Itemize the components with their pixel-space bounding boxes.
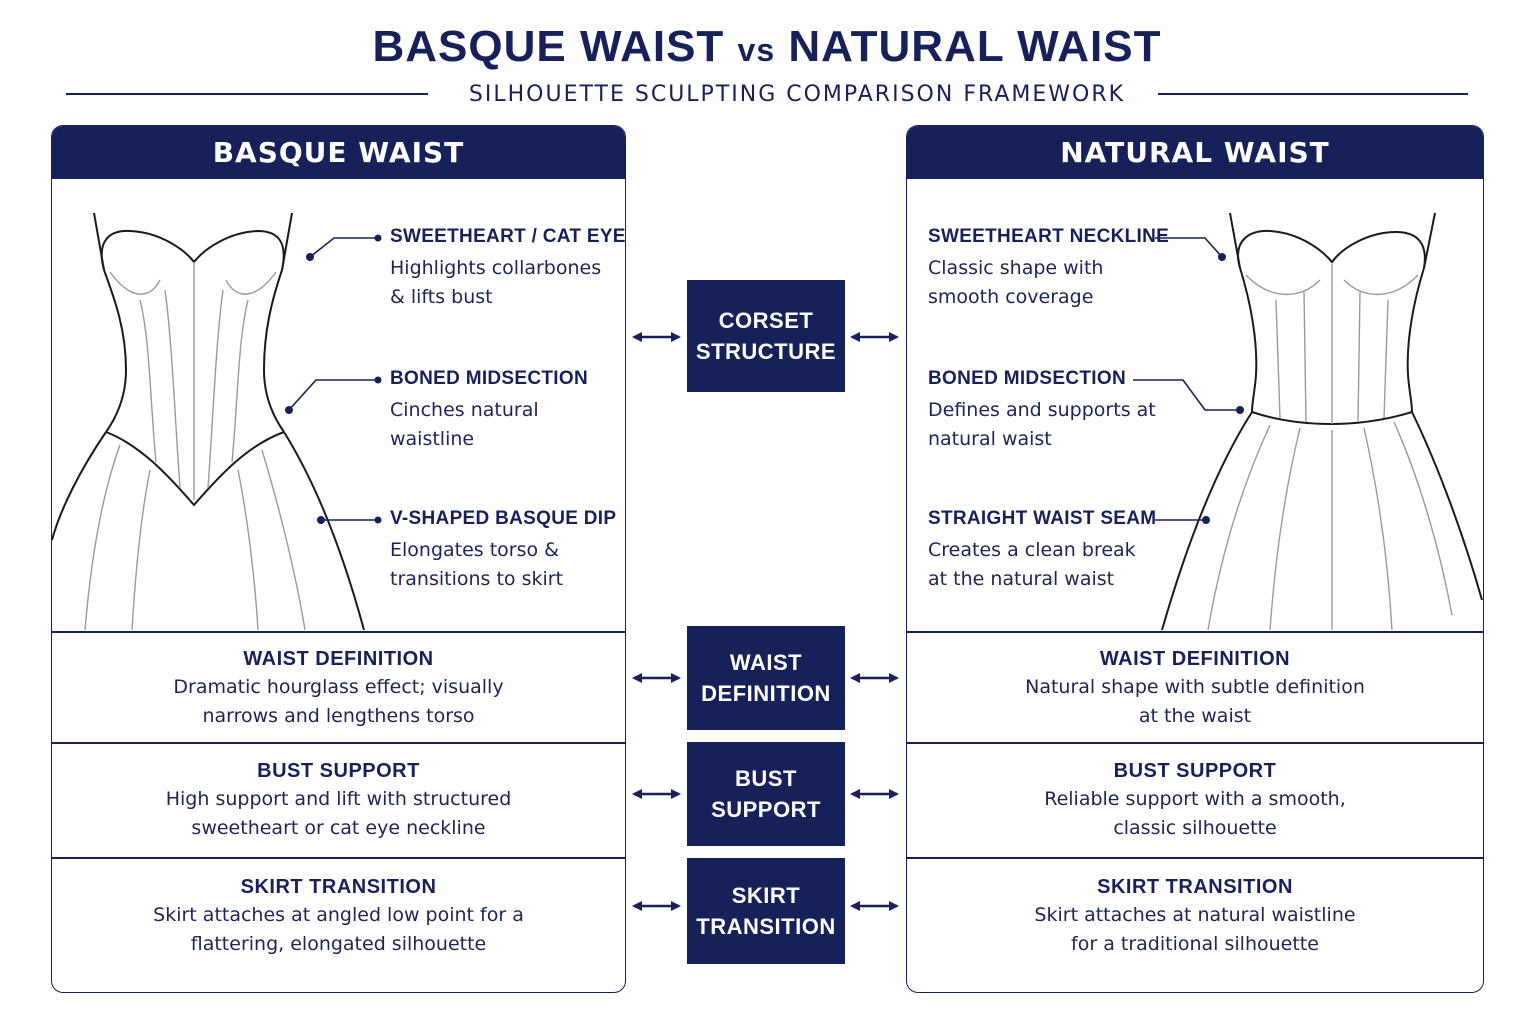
page-subtitle: SILHOUETTE SCULPTING COMPARISON FRAMEWOR… — [468, 82, 1126, 107]
natural-callout-neckline: SWEETHEART NECKLINE Classic shape with s… — [928, 226, 1170, 312]
center-label-corset-structure: CORSET STRUCTURE — [687, 280, 845, 392]
row-title: SKIRT TRANSITION — [240, 876, 437, 898]
natural-dress-boning — [1207, 264, 1453, 631]
basque-callout-midsection: BONED MIDSECTION Cinches natural waistli… — [390, 368, 620, 454]
basque-leader-dots — [285, 234, 382, 524]
center-label-line: SKIRT — [731, 883, 801, 908]
center-label-line: WAIST — [729, 650, 803, 675]
row-title: WAIST DEFINITION — [1099, 648, 1291, 670]
basque-panel: BASQUE WAIST SWEETHEART / CAT EYE Highli… — [51, 125, 626, 993]
center-label-line: STRUCTURE — [695, 339, 837, 364]
row-title: BUST SUPPORT — [1113, 760, 1277, 782]
double-arrow-icons — [632, 332, 899, 911]
natural-leader-lines — [1133, 237, 1240, 521]
row-desc: Dramatic hourglass effect; visually narr… — [173, 676, 504, 727]
subtitle-rule-right — [1158, 93, 1468, 95]
page-title: BASQUE WAIST vs NATURAL WAIST — [0, 22, 1534, 78]
subtitle-rule-left — [66, 93, 428, 95]
center-label-bust-support: BUST SUPPORT — [687, 742, 845, 846]
natural-dress-illustration — [1161, 212, 1483, 631]
row-divider — [52, 857, 625, 859]
natural-callout-midsection: BONED MIDSECTION Defines and supports at… — [928, 368, 1158, 454]
row-divider — [907, 742, 1483, 744]
row-divider — [907, 631, 1483, 633]
callout-desc: Classic shape with smooth coverage — [928, 257, 1104, 308]
center-label-line: DEFINITION — [701, 681, 831, 706]
center-label-line: CORSET — [718, 308, 814, 333]
title-right: NATURAL WAIST — [788, 22, 1162, 71]
row-desc: Reliable support with a smooth, classic … — [1044, 788, 1346, 839]
row-desc: Skirt attaches at natural waistline for … — [1034, 904, 1356, 955]
callout-desc: Elongates torso & transitions to skirt — [390, 539, 564, 590]
callout-desc: Defines and supports at natural waist — [928, 399, 1156, 450]
callout-title: SWEETHEART / CAT EYE — [390, 226, 626, 247]
basque-dress-illustration — [51, 212, 365, 631]
natural-leader-dots — [1202, 253, 1244, 524]
center-label-line: BUST — [735, 766, 797, 791]
center-label-line: TRANSITION — [696, 914, 836, 939]
basque-dress-boning — [84, 262, 306, 631]
basque-callout-dip: V-SHAPED BASQUE DIP Elongates torso & tr… — [390, 508, 620, 594]
natural-panel-header: NATURAL WAIST — [907, 126, 1483, 179]
callout-desc: Highlights collarbones & lifts bust — [390, 257, 602, 308]
callout-desc: Creates a clean break at the natural wai… — [928, 539, 1136, 590]
row-title: BUST SUPPORT — [257, 760, 420, 782]
basque-callout-neckline: SWEETHEART / CAT EYE Highlights collarbo… — [390, 226, 626, 312]
basque-row-waist: WAIST DEFINITION Dramatic hourglass effe… — [52, 648, 625, 731]
row-title: SKIRT TRANSITION — [1097, 876, 1293, 898]
callout-title: STRAIGHT WAIST SEAM — [928, 508, 1157, 529]
callout-title: SWEETHEART NECKLINE — [928, 226, 1170, 247]
row-divider — [907, 857, 1483, 859]
natural-row-waist: WAIST DEFINITION Natural shape with subt… — [907, 648, 1483, 731]
basque-row-bust: BUST SUPPORT High support and lift with … — [52, 760, 625, 843]
row-desc: Skirt attaches at angled low point for a… — [153, 904, 524, 955]
natural-panel: NATURAL WAIST SWEETHEART NECKLINE Classi… — [906, 125, 1484, 993]
row-title: WAIST DEFINITION — [243, 648, 434, 670]
basque-row-skirt: SKIRT TRANSITION Skirt attaches at angle… — [52, 876, 625, 959]
natural-callout-seam: STRAIGHT WAIST SEAM Creates a clean brea… — [928, 508, 1158, 594]
row-divider — [52, 631, 625, 633]
callout-title: V-SHAPED BASQUE DIP — [390, 508, 617, 529]
title-vs: vs — [737, 32, 776, 68]
basque-panel-header: BASQUE WAIST — [52, 126, 625, 179]
center-label-skirt-transition: SKIRT TRANSITION — [687, 858, 845, 964]
row-desc: Natural shape with subtle definition at … — [1025, 676, 1365, 727]
basque-leader-lines — [288, 237, 378, 521]
natural-row-bust: BUST SUPPORT Reliable support with a smo… — [907, 760, 1483, 843]
title-left: BASQUE WAIST — [372, 22, 725, 71]
center-label-line: SUPPORT — [711, 797, 821, 822]
row-desc: High support and lift with structured sw… — [165, 788, 512, 839]
callout-title: BONED MIDSECTION — [928, 368, 1126, 389]
callout-desc: Cinches natural waistline — [390, 399, 539, 450]
center-label-waist-definition: WAIST DEFINITION — [687, 626, 845, 730]
natural-row-skirt: SKIRT TRANSITION Skirt attaches at natur… — [907, 876, 1483, 959]
row-divider — [52, 742, 625, 744]
callout-title: BONED MIDSECTION — [390, 368, 588, 389]
